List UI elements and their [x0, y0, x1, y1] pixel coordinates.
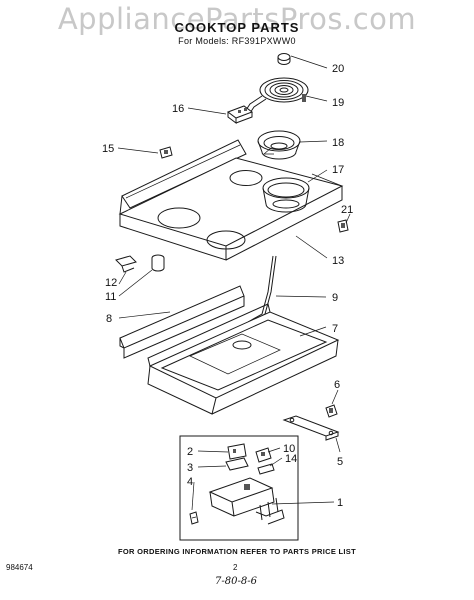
part-16-terminal-block — [226, 105, 254, 124]
callout-17: 17 — [332, 164, 344, 176]
part-15-clip — [159, 146, 173, 159]
callout-20: 20 — [332, 63, 344, 75]
diagram-title: COOKTOP PARTS — [174, 20, 300, 35]
ordering-footnote: FOR ORDERING INFORMATION REFER TO PARTS … — [118, 547, 356, 556]
model-subtitle: For Models: RF391PXWW0 — [178, 36, 296, 46]
callout-12: 12 — [105, 277, 117, 289]
callout-16: 16 — [172, 103, 184, 115]
part-14-clip — [257, 463, 275, 475]
callout-21: 21 — [341, 204, 353, 216]
part-13-cooktop — [118, 139, 344, 261]
part-6-clip — [325, 404, 338, 418]
part-12-hinge — [115, 255, 137, 273]
callout-9: 9 — [332, 292, 338, 304]
callout-7: 7 — [332, 323, 338, 335]
leader-lines — [117, 55, 351, 511]
part-5-bracket — [282, 415, 340, 441]
callout-1: 1 — [337, 497, 343, 509]
watermark: AppliancePartsPros.com — [57, 2, 417, 36]
part-11-spacer — [151, 254, 165, 272]
part-7-burner-box — [147, 303, 340, 415]
callout-19: 19 — [332, 97, 344, 109]
callout-14: 14 — [285, 453, 297, 465]
part-18-drip-bowl — [257, 130, 301, 160]
callout-11: 11 — [105, 291, 116, 303]
part-2-switch-top — [227, 443, 247, 460]
switch-assembly-inset — [179, 435, 299, 541]
callout-18: 18 — [332, 137, 344, 149]
callout-4: 4 — [187, 476, 193, 488]
part-8-front-channel — [119, 285, 245, 359]
page-number: 2 — [233, 563, 238, 572]
part-1-infinite-switch — [208, 477, 274, 503]
callout-13: 13 — [332, 255, 344, 267]
callout-2: 2 — [187, 446, 193, 458]
callout-6: 6 — [334, 379, 340, 391]
part-4-shaft — [189, 511, 199, 525]
callout-labels: 20 19 16 18 15 17 21 13 12 11 9 8 7 6 5 … — [102, 63, 353, 509]
callout-15: 15 — [102, 143, 114, 155]
part-21-clip — [337, 219, 349, 233]
part-20-knob — [277, 53, 291, 65]
part-3-plate — [225, 457, 249, 471]
part-19-surface-element — [245, 77, 309, 114]
handwritten-note: 7-80-8-6 — [215, 576, 257, 587]
callout-5: 5 — [337, 456, 343, 468]
document-code: 984674 — [6, 563, 33, 572]
callout-3: 3 — [187, 462, 193, 474]
callout-10: 10 — [283, 443, 295, 455]
callout-8: 8 — [106, 313, 112, 325]
part-9-support-rod — [247, 255, 277, 323]
